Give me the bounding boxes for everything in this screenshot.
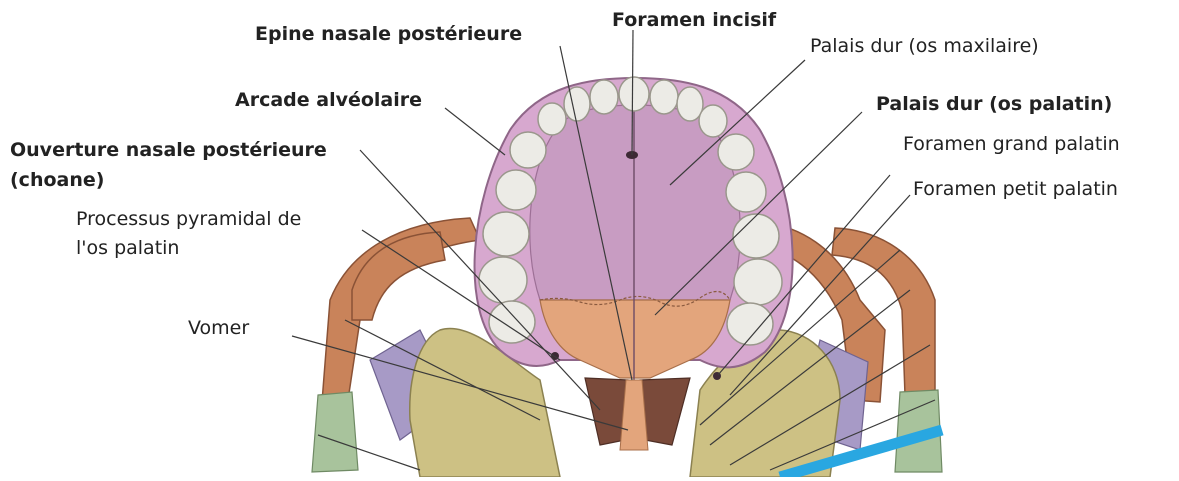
tooth bbox=[650, 80, 678, 114]
tooth bbox=[699, 105, 727, 137]
tooth bbox=[483, 212, 529, 256]
tooth bbox=[489, 301, 535, 343]
label-ouverture-nasale-line1: Ouverture nasale postérieure bbox=[10, 138, 327, 162]
label-vomer: Vomer bbox=[188, 316, 249, 340]
tooth bbox=[733, 214, 779, 258]
label-foramen-incisif: Foramen incisif bbox=[612, 8, 776, 32]
tooth bbox=[510, 132, 546, 168]
tooth bbox=[496, 170, 536, 210]
label-palais-dur-palatin: Palais dur (os palatin) bbox=[876, 92, 1112, 116]
label-processus-line2: l'os palatin bbox=[76, 236, 179, 260]
tooth bbox=[538, 103, 566, 135]
tooth bbox=[726, 172, 766, 212]
tooth bbox=[479, 257, 527, 303]
tooth bbox=[619, 77, 649, 111]
label-foramen-petit-palatin: Foramen petit palatin bbox=[913, 177, 1118, 201]
label-foramen-grand-palatin: Foramen grand palatin bbox=[903, 132, 1120, 156]
tooth bbox=[590, 80, 618, 114]
label-palais-dur-maxilaire: Palais dur (os maxilaire) bbox=[810, 34, 1039, 58]
label-epine-nasale-posterieure: Epine nasale postérieure bbox=[255, 22, 522, 46]
label-processus-line1: Processus pyramidal de bbox=[76, 207, 301, 231]
label-arcade-alveolaire: Arcade alvéolaire bbox=[235, 88, 422, 112]
tooth bbox=[734, 259, 782, 305]
tooth bbox=[564, 87, 590, 121]
label-ouverture-nasale-line2: (choane) bbox=[10, 168, 104, 192]
tooth bbox=[718, 134, 754, 170]
zygomatic-green-left bbox=[312, 392, 358, 472]
